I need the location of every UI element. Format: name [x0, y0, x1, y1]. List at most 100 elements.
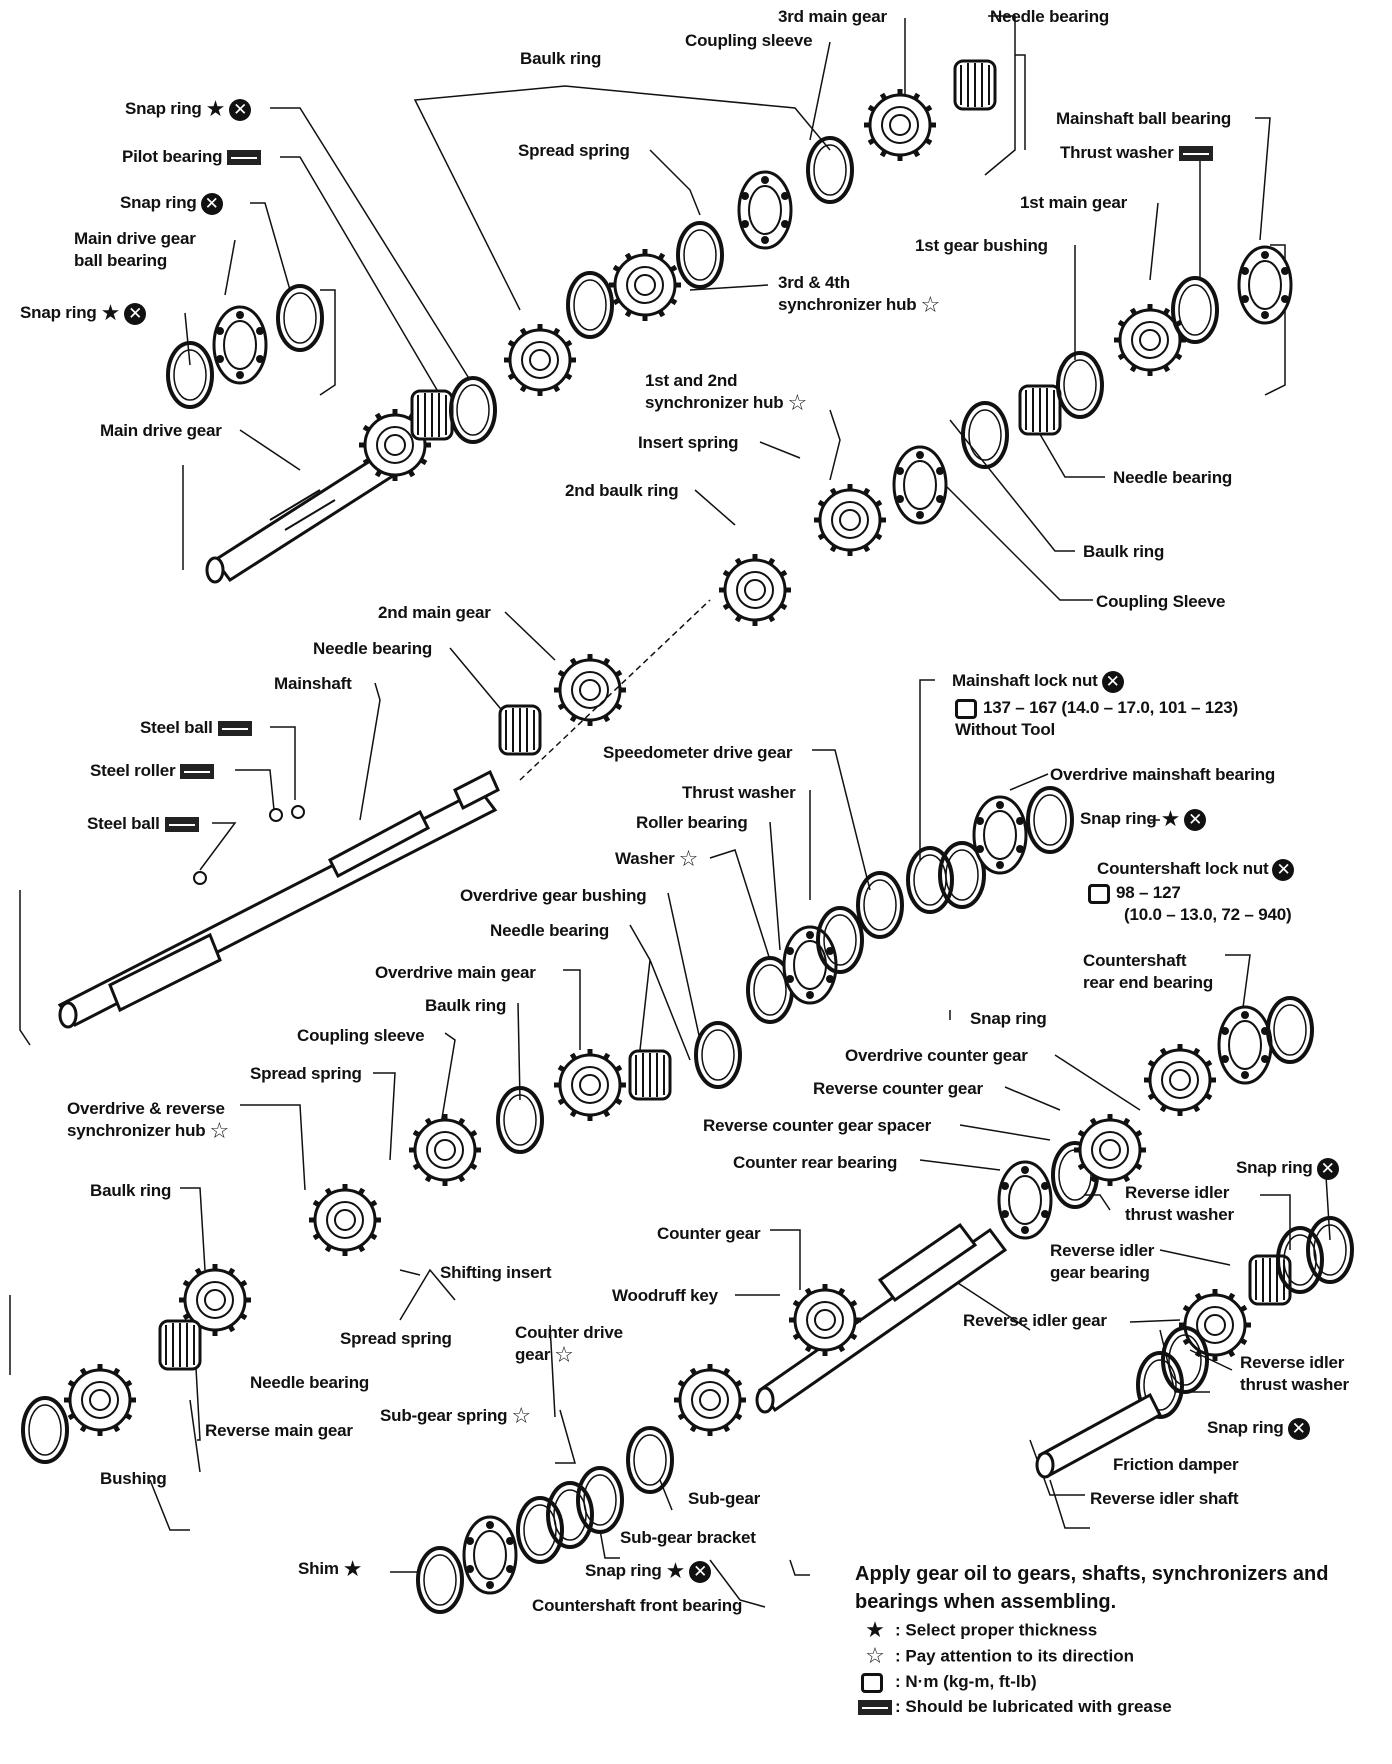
label-snap-ring-8: Snap ring★✕ [585, 1560, 712, 1583]
label-speedometer-drive-gear: Speedometer drive gear [603, 742, 792, 764]
label-overdrive-gear-bushing: Overdrive gear bushing [460, 885, 647, 907]
label-3rd-main-gear: 3rd main gear [778, 6, 887, 28]
select-thickness-star-icon: ★ [865, 1618, 885, 1643]
label-spread-spring-od: Spread spring [250, 1063, 362, 1085]
label-text: Reverse idler [1125, 1183, 1230, 1202]
label-text: Snap ring★✕ [125, 96, 252, 122]
label-steel-ball-1: Steel ball [140, 717, 252, 739]
label-1st-main-gear: 1st main gear [1020, 192, 1127, 214]
label-text: Reverse counter gear [813, 1079, 983, 1098]
legend-text: : Pay attention to its direction [895, 1646, 1134, 1666]
label-text: Thrust washer [682, 783, 796, 802]
label-text: Overdrive mainshaft bearing [1050, 765, 1276, 784]
legend-symbol: ★ [855, 1620, 895, 1642]
legend-text: : Should be lubricated with grease [895, 1696, 1172, 1716]
label-text: Snap ring [970, 1009, 1047, 1028]
label-text: Steel roller [90, 760, 215, 782]
label-text: Overdrive main gear [375, 963, 536, 982]
replace-x-icon: ✕ [229, 98, 252, 121]
label-spread-spring-lower: Spread spring [340, 1328, 452, 1350]
label-washer: Washer☆ [615, 848, 698, 871]
label-text: Mainshaft [274, 674, 352, 693]
label-text: 3rd & 4th [778, 273, 850, 292]
label-text: Thrust washer [1060, 142, 1213, 164]
label-text: Pilot bearing [122, 146, 262, 168]
legend-text: : Select proper thickness [895, 1620, 1098, 1640]
grease-icon [1178, 146, 1213, 162]
label-needle-bearing-top: Needle bearing [990, 6, 1109, 28]
label-text: Countershaft lock nut✕ [1097, 858, 1295, 881]
label-baulk-ring-right: Baulk ring [1083, 541, 1164, 563]
label-text: 1st and 2nd [645, 371, 738, 390]
label-overdrive-counter-gear: Overdrive counter gear [845, 1045, 1028, 1067]
mainshaft-part [57, 769, 500, 1029]
label-text: Overdrive gear bushing [460, 886, 647, 905]
label-steel-ball-2: Steel ball [87, 813, 199, 835]
select-thickness-star-icon: ★ [205, 96, 226, 122]
grease-icon [164, 817, 199, 833]
label-text: Speedometer drive gear [603, 743, 793, 762]
label-snap-ring-3: Snap ring★✕ [20, 300, 147, 326]
replace-x-icon: ✕ [1287, 1417, 1310, 1440]
label-needle-bearing-right: Needle bearing [1113, 467, 1232, 489]
label-text: Woodruff key [612, 1286, 718, 1305]
label-text: Snap ring✕ [1236, 1157, 1339, 1180]
label-countershaft-front-bearing: Countershaft front bearing [532, 1595, 742, 1617]
legend: Apply gear oil to gears, shafts, synchro… [855, 1560, 1375, 1717]
label-text: Mainshaft ball bearing [1056, 109, 1232, 128]
label-text: gear☆ [515, 1342, 574, 1368]
label-sub-gear-spring: Sub-gear spring☆ [380, 1405, 531, 1428]
select-thickness-star-icon: ★ [1160, 806, 1181, 832]
label-text: Main drive gear [100, 421, 222, 440]
replace-x-icon: ✕ [1184, 808, 1207, 831]
label-text: synchronizer hub☆ [645, 390, 808, 416]
main-drive-gear-part [205, 409, 431, 584]
label-text: Needle bearing [250, 1373, 370, 1392]
label-text: Shifting insert [440, 1263, 552, 1282]
label-text: Needle bearing [990, 7, 1110, 26]
label-text: ball bearing [74, 251, 168, 271]
label-1st-gear-bushing: 1st gear bushing [915, 235, 1048, 257]
label-text: Spread spring [518, 141, 630, 160]
label-text: thrust washer [1125, 1205, 1234, 1225]
label-overdrive-main-gear: Overdrive main gear [375, 962, 536, 984]
label-text: 2nd main gear [378, 603, 491, 622]
label-bushing: Bushing [100, 1468, 167, 1490]
reverse-idler-shaft-part [1035, 1392, 1162, 1479]
legend-symbol [855, 1672, 895, 1693]
select-thickness-star-icon: ★ [342, 1556, 363, 1582]
label-overdrive-mainshaft-bearing: Overdrive mainshaft bearing [1050, 764, 1275, 786]
label-insert-spring: Insert spring [638, 432, 739, 454]
label-mainshaft: Mainshaft [274, 673, 352, 695]
label-text: 3rd main gear [778, 7, 887, 26]
label-text: Sub-gear spring☆ [380, 1403, 531, 1429]
label-reverse-main-gear: Reverse main gear [205, 1420, 353, 1442]
grease-icon [217, 721, 252, 737]
label-needle-bearing-mid: Needle bearing [313, 638, 432, 660]
replace-x-icon: ✕ [1272, 858, 1295, 881]
label-text: Snap ring✕ [1207, 1417, 1310, 1440]
select-thickness-star-icon: ★ [100, 300, 121, 326]
label-text: Reverse idler [1240, 1353, 1345, 1372]
legend-symbol [855, 1697, 895, 1717]
direction-star-icon: ☆ [865, 1644, 885, 1669]
direction-star-icon: ☆ [920, 292, 941, 318]
label-text: Coupling sleeve [297, 1026, 425, 1045]
label-text: Friction damper [1113, 1455, 1239, 1474]
replace-x-icon: ✕ [200, 192, 223, 215]
label-text: Countershaft front bearing [532, 1596, 743, 1615]
replace-x-icon: ✕ [689, 1560, 712, 1583]
label-sub-gear-bracket: Sub-gear bracket [620, 1527, 756, 1549]
label-snap-ring-6: Snap ring✕ [1236, 1157, 1339, 1180]
label-text: synchronizer hub☆ [67, 1118, 230, 1144]
label-text: gear bearing [1050, 1263, 1150, 1283]
label-steel-roller: Steel roller [90, 760, 215, 782]
label-reverse-counter-gear: Reverse counter gear [813, 1078, 983, 1100]
